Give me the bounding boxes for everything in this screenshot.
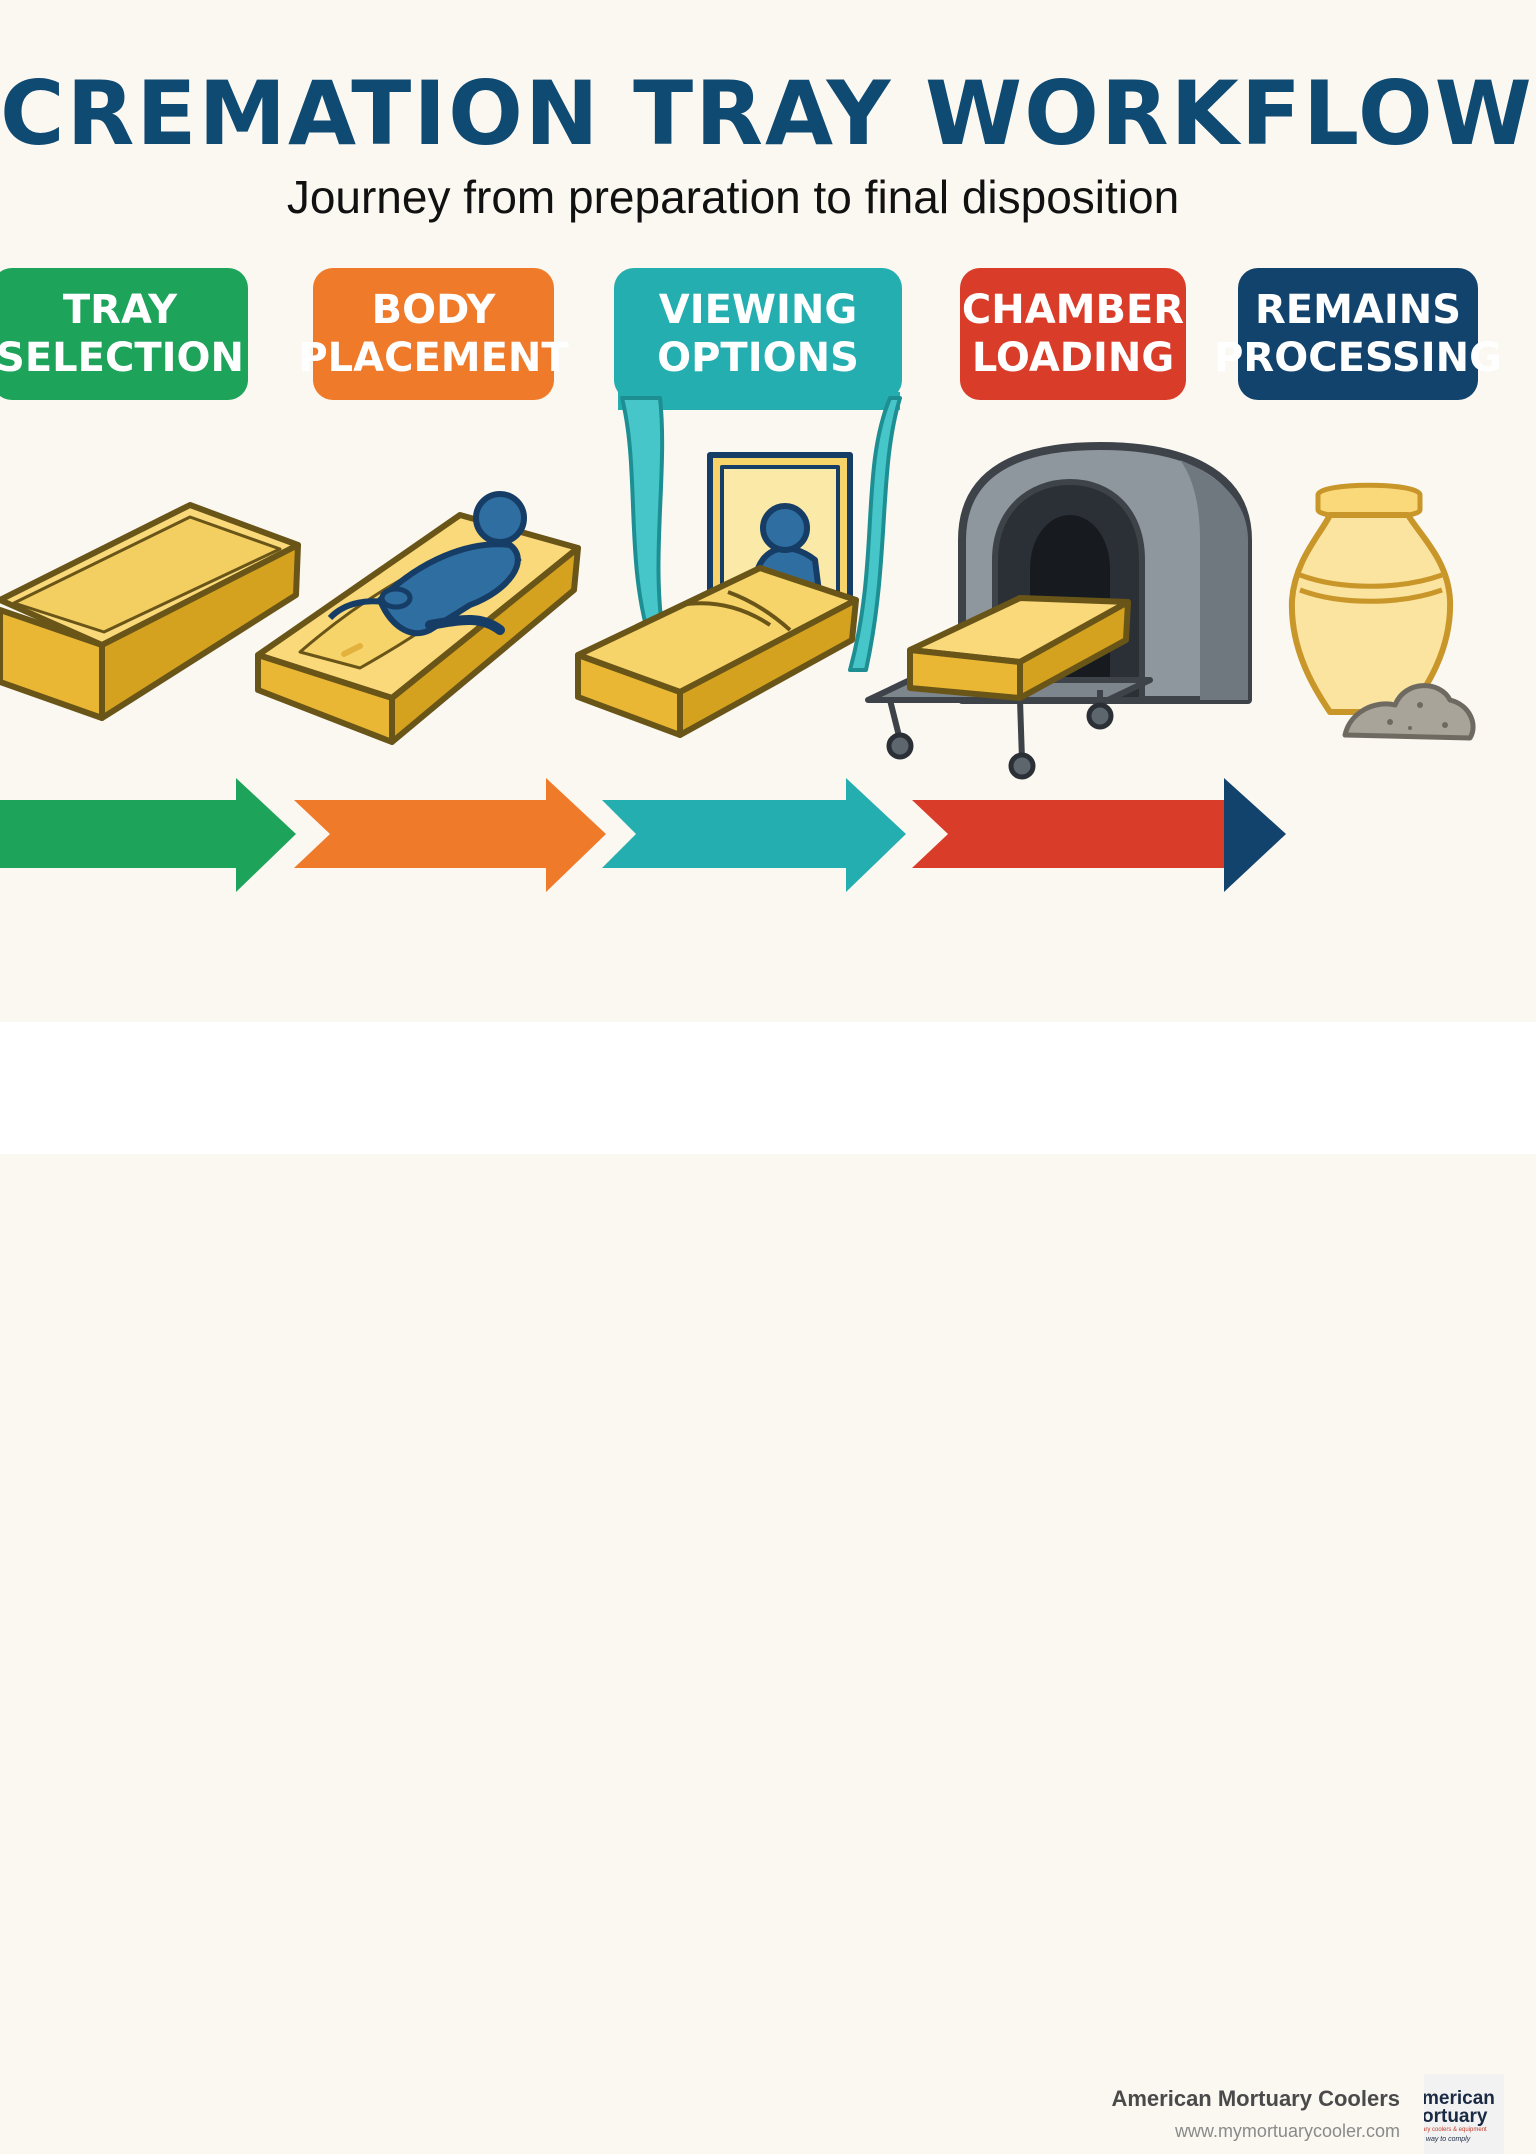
arrow-2 xyxy=(294,778,606,892)
step-body-placement: BODY PLACEMENT xyxy=(298,268,569,400)
svg-text:ary coolers & equipment: ary coolers & equipment xyxy=(1424,2127,1487,2133)
step-viewing-options: VIEWING OPTIONS xyxy=(614,268,902,400)
step-label: BODY PLACEMENT xyxy=(298,287,569,381)
brand-url: www.mymortuarycooler.com xyxy=(1174,2121,1400,2141)
flow-arrows xyxy=(0,778,1286,892)
company-logo-art: merican ortuary ary coolers & equipment … xyxy=(1424,2074,1504,2154)
body-on-tray-icon xyxy=(255,491,581,745)
company-logo: merican ortuary ary coolers & equipment … xyxy=(1424,2074,1504,2154)
brand-name: American Mortuary Coolers xyxy=(1111,2086,1400,2111)
step-tray-selection: TRAY SELECTION xyxy=(0,268,248,400)
arrow-3 xyxy=(602,778,906,892)
step-remains-processing: REMAINS PROCESSING xyxy=(1214,268,1502,400)
cremation-chamber-icon xyxy=(865,442,1252,780)
viewing-curtain-icon xyxy=(575,392,902,738)
step-label: TRAY SELECTION xyxy=(0,287,244,381)
arrow-4 xyxy=(912,800,1226,868)
svg-text:ortuary: ortuary xyxy=(1424,2106,1488,2127)
step-label: VIEWING OPTIONS xyxy=(657,287,859,381)
arrow-4-head xyxy=(1224,778,1286,892)
diagram-title: CREMATION TRAY WORKFLOW xyxy=(0,62,1534,165)
urn-icon xyxy=(1288,482,1476,741)
step-chamber-loading: CHAMBER LOADING xyxy=(960,268,1186,400)
footer: American Mortuary Coolers www.mymortuary… xyxy=(0,1022,1536,2154)
svg-text:t way to comply: t way to comply xyxy=(1424,2136,1471,2143)
infographic: CREMATION TRAY WORKFLOW Journey from pre… xyxy=(0,0,1536,1022)
diagram-subtitle: Journey from preparation to final dispos… xyxy=(286,171,1180,223)
step-label: REMAINS PROCESSING xyxy=(1214,287,1502,381)
empty-tray-icon xyxy=(0,502,301,721)
illustrations xyxy=(0,392,1476,892)
step-label: CHAMBER LOADING xyxy=(961,287,1185,381)
arrow-1 xyxy=(0,778,296,892)
